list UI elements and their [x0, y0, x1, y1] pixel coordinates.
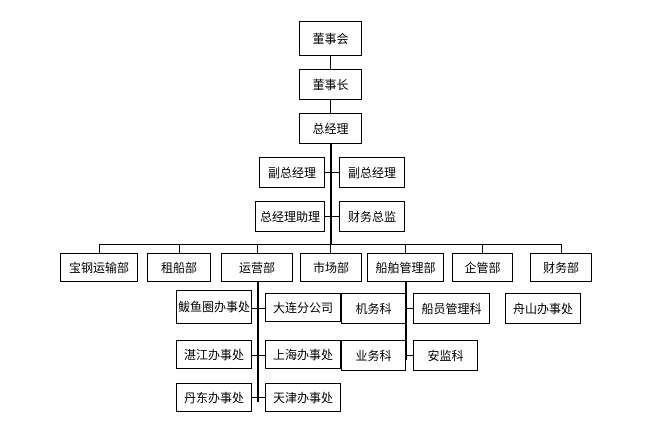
- node-branch-dalian-label: 大连分公司: [272, 300, 333, 315]
- connector-chairman-to-gm: [330, 100, 331, 113]
- node-gm-assistant[interactable]: 总经理助理: [255, 201, 325, 232]
- connector-gm-trunk: [330, 144, 332, 245]
- node-dept-finance[interactable]: 财务部: [530, 253, 592, 282]
- connector-tianjin-stub: [257, 397, 266, 398]
- connector-dandong-stub: [251, 397, 258, 398]
- connector-crew-management-stub: [405, 308, 414, 309]
- connector-drop-baogang-transport: [99, 244, 100, 253]
- node-deputy-gm-1-label: 副总经理: [267, 165, 316, 180]
- node-chairman[interactable]: 董事长: [299, 69, 362, 100]
- connector-board-to-chairman: [330, 56, 331, 69]
- node-deputy-gm-1[interactable]: 副总经理: [259, 157, 325, 188]
- node-deputy-gm-2-label: 副总经理: [347, 165, 396, 180]
- connector-finance-director-stub: [330, 216, 339, 217]
- node-office-bayuquan[interactable]: 鲅鱼圈办事处: [176, 290, 252, 324]
- connector-drop-enterprise-management: [482, 244, 483, 253]
- connector-ship-management-spine: [405, 280, 407, 360]
- connector-drop-market: [330, 244, 331, 253]
- node-office-zhoushan-label: 舟山办事处: [512, 301, 573, 316]
- connector-safety-stub: [405, 355, 414, 356]
- connector-bayuquan-stub: [251, 308, 258, 309]
- node-office-shanghai[interactable]: 上海办事处: [265, 340, 341, 369]
- node-dept-chartering-label: 租船部: [160, 260, 197, 275]
- node-dept-ship-management-label: 船舶管理部: [375, 260, 436, 275]
- node-dept-finance-label: 财务部: [542, 260, 579, 275]
- node-section-crew-management[interactable]: 船员管理科: [413, 293, 490, 324]
- node-section-engineering-label: 机务科: [355, 301, 392, 316]
- node-finance-director[interactable]: 财务总监: [339, 201, 405, 232]
- node-section-business-label: 业务科: [355, 348, 392, 363]
- node-general-manager[interactable]: 总经理: [299, 113, 362, 144]
- node-dept-baogang-transport[interactable]: 宝钢运输部: [60, 253, 138, 282]
- connector-drop-finance: [561, 244, 562, 253]
- node-dept-operations-label: 运营部: [238, 260, 275, 275]
- connector-operations-spine: [257, 280, 259, 402]
- node-office-zhanjiang-label: 湛江办事处: [183, 347, 244, 362]
- node-dept-market-label: 市场部: [312, 260, 349, 275]
- node-office-tianjin-label: 天津办事处: [272, 390, 333, 405]
- node-dept-chartering[interactable]: 租船部: [147, 253, 211, 282]
- node-office-bayuquan-label: 鲅鱼圈办事处: [178, 300, 251, 314]
- node-office-tianjin[interactable]: 天津办事处: [265, 383, 341, 412]
- node-dept-operations[interactable]: 运营部: [221, 253, 293, 282]
- connector-drop-chartering: [179, 244, 180, 253]
- node-office-dandong[interactable]: 丹东办事处: [176, 383, 252, 412]
- connector-drop-operations: [257, 244, 258, 253]
- connector-drop-ship-management: [405, 244, 406, 253]
- node-branch-dalian[interactable]: 大连分公司: [265, 293, 341, 322]
- node-deputy-gm-2[interactable]: 副总经理: [339, 157, 405, 188]
- node-section-engineering[interactable]: 机务科: [341, 293, 406, 324]
- connector-zhanjiang-stub: [251, 355, 258, 356]
- node-dept-enterprise-management[interactable]: 企管部: [452, 253, 513, 282]
- node-general-manager-label: 总经理: [312, 121, 349, 136]
- node-office-shanghai-label: 上海办事处: [272, 347, 333, 362]
- node-office-dandong-label: 丹东办事处: [183, 390, 244, 405]
- node-section-crew-management-label: 船员管理科: [421, 301, 482, 316]
- node-dept-ship-management[interactable]: 船舶管理部: [367, 253, 444, 282]
- node-gm-assistant-label: 总经理助理: [259, 209, 320, 224]
- node-dept-baogang-transport-label: 宝钢运输部: [68, 260, 129, 275]
- connector-shanghai-stub: [257, 355, 266, 356]
- connector-dalian-stub: [257, 308, 266, 309]
- node-finance-director-label: 财务总监: [347, 209, 396, 224]
- node-dept-market[interactable]: 市场部: [300, 253, 362, 282]
- node-chairman-label: 董事长: [312, 77, 349, 92]
- node-office-zhoushan[interactable]: 舟山办事处: [505, 293, 581, 324]
- connector-deputy-gm-1-stub: [325, 172, 332, 173]
- connector-gm-assistant-stub: [325, 216, 332, 217]
- node-section-business[interactable]: 业务科: [341, 340, 406, 371]
- node-section-safety[interactable]: 安监科: [413, 340, 478, 371]
- node-board-label: 董事会: [312, 31, 349, 46]
- node-office-zhanjiang[interactable]: 湛江办事处: [176, 340, 252, 369]
- node-board[interactable]: 董事会: [299, 21, 362, 56]
- node-dept-enterprise-management-label: 企管部: [464, 260, 501, 275]
- node-section-safety-label: 安监科: [427, 348, 464, 363]
- connector-deputy-gm-2-stub: [330, 172, 339, 173]
